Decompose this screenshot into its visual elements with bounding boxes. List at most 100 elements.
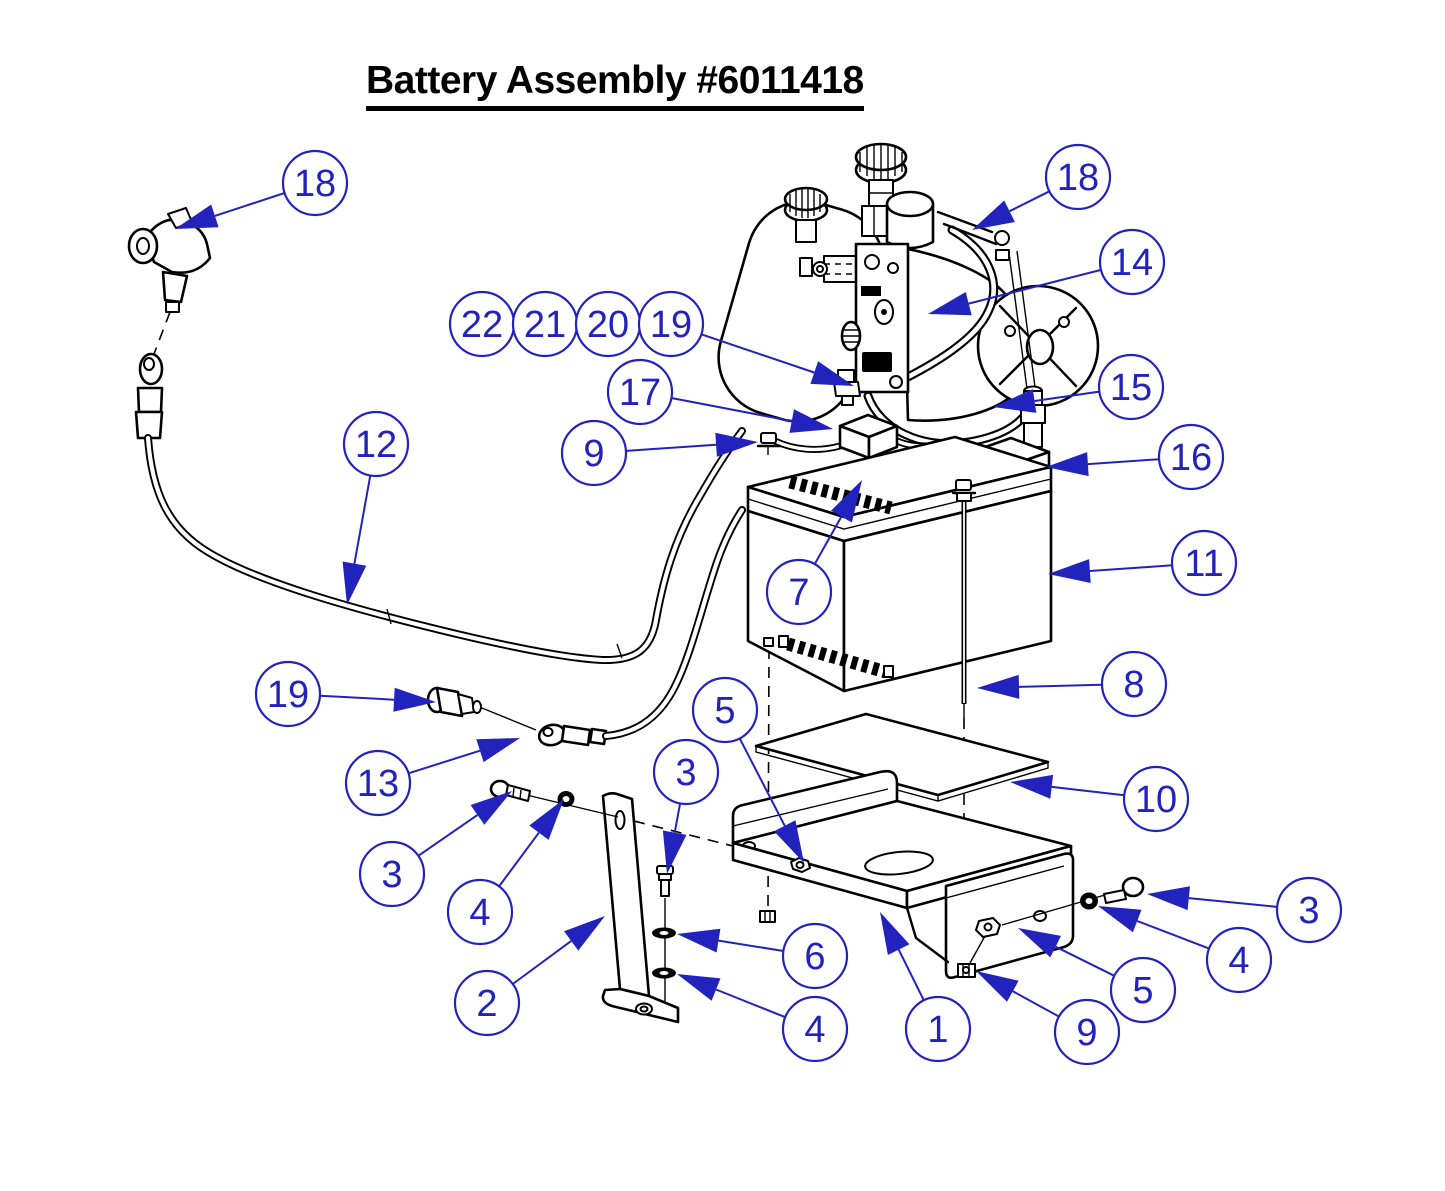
callout-number: 5 [1132,970,1153,1012]
leader-line [897,949,925,1001]
callout-12: 12 [342,410,410,605]
callout-number: 21 [524,304,566,346]
leader-line [1136,920,1210,950]
battery-cable-drawing [134,352,746,665]
leader-line [1188,897,1278,908]
callout-5-top: 5 [691,676,804,863]
label-strip [786,637,888,679]
leader-arrowhead [342,561,367,605]
leader-line [498,832,540,887]
callout-4-left: 4 [446,799,564,946]
leader-line [1034,390,1100,402]
leader-line [1055,945,1115,977]
leader-line [813,516,843,565]
callout-circle [1109,956,1177,1024]
leader-line [715,988,786,1019]
leader-arrowhead [1098,906,1142,933]
leader-arrowhead [677,928,721,953]
callout-circle [1205,926,1273,994]
callout-5-bottom: 5 [1018,928,1177,1024]
callout-number: 8 [1123,664,1144,706]
callout-number: 14 [1111,242,1153,284]
callout-number: 11 [1184,543,1223,585]
terminal-stud-drawing [426,686,537,731]
callout-number: 12 [355,424,397,466]
callout-6: 6 [677,922,849,990]
hydraulic-power-unit-drawing [717,142,1100,449]
leader-line [408,749,481,775]
square-nut-under-tray-drawing [759,910,776,923]
leader-line [968,268,1102,305]
callout-19-top: 19 [637,290,854,386]
callout-3-right: 3 [1147,876,1343,944]
callout-circle [781,995,849,1063]
callout-circle [781,922,849,990]
leader-line [738,737,786,827]
leader-arrowhead [476,738,520,763]
callout-21: 21 [511,290,579,358]
callout-circle [606,358,674,426]
bolt-washer-left-drawing [489,779,619,818]
callout-17: 17 [606,358,833,433]
leader-line [1051,785,1125,797]
motor-drawing [901,246,1100,422]
mount-arm-drawing [936,210,1036,390]
leader-arrowhead [810,361,854,386]
callout-number: 15 [1110,367,1152,409]
battery-pad-drawing [754,712,1050,802]
callout-circle [358,840,426,908]
callout-number: 22 [461,304,503,346]
callout-number: 2 [476,983,497,1025]
callout-circle [254,660,322,728]
leader-arrowhead [175,204,219,229]
leader-arrowhead [1010,774,1054,799]
callout-number: 1 [927,1009,948,1051]
leader-line [671,397,792,423]
bolt-washers-middle-drawing [652,865,676,1003]
leader-arrowhead [977,674,1020,699]
callout-number: 3 [675,752,696,794]
callout-11: 11 [1048,529,1238,597]
leader-arrowhead [1046,452,1089,477]
diagram-title: Battery Assembly #6011418 [366,59,864,111]
leader-arrowhead [470,791,512,825]
leader-line [625,443,717,452]
callout-number: 4 [804,1009,825,1051]
leader-arrowhead [1147,886,1190,911]
callout-circle [691,676,759,744]
leader-arrowhead [1048,559,1091,583]
callout-circle [560,419,628,487]
callout-circle [637,290,705,358]
callout-number: 5 [714,690,735,732]
leader-line [673,803,682,833]
callout-number: 18 [294,163,336,205]
callout-4-right: 4 [1098,906,1273,994]
valve-block-drawing [840,242,910,394]
callout-1: 1 [880,912,972,1063]
leader-arrowhead [529,799,564,840]
leader-arrowhead [789,409,833,433]
leader-line [1009,190,1050,213]
callout-circle [1170,529,1238,597]
callout-18-right: 18 [972,143,1112,230]
callout-7: 7 [765,480,862,626]
callout-circle [446,878,514,946]
callout-circle [1100,650,1168,718]
callout-8: 8 [977,650,1168,718]
leader-arrowhead [972,200,1015,230]
callout-15: 15 [993,353,1165,421]
leader-line [1087,458,1160,466]
leader-arrowhead [1018,928,1061,958]
square-nut-drawing [957,963,976,978]
bolt-washer-right-drawing [1001,876,1145,926]
callout-circle [1044,143,1112,211]
callout-number: 7 [788,572,809,614]
leader-arrowhead [393,687,436,712]
leader-line [512,940,572,985]
leader-arrowhead [662,830,687,874]
callout-number: 9 [583,433,604,475]
leader-arrowhead [976,971,1019,1002]
mounting-bracket-drawing [601,792,680,1024]
